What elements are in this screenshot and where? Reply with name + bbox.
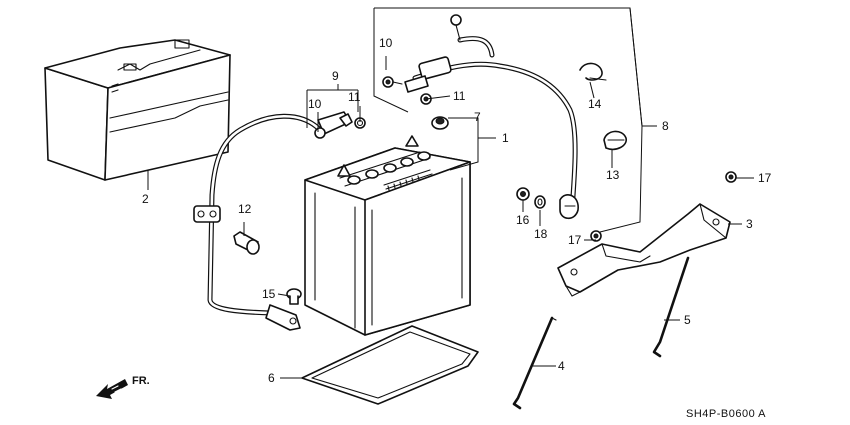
nut-17-lower xyxy=(590,230,602,242)
callout-8: 8 xyxy=(662,119,669,133)
callout-11-lower: 11 xyxy=(348,90,361,104)
callout-15: 15 xyxy=(262,287,276,301)
callout-10-lower: 10 xyxy=(308,97,322,111)
battery xyxy=(304,135,471,336)
front-direction-arrow: FR. xyxy=(96,375,150,399)
callout-10-upper: 10 xyxy=(379,36,393,50)
cable-clip-14 xyxy=(579,62,607,81)
callout-14: 14 xyxy=(588,97,602,111)
callout-labels: 1 2 3 4 5 6 7 8 9 10 10 11 11 12 13 14 1… xyxy=(142,36,772,385)
positive-cable xyxy=(404,14,579,220)
callout-2: 2 xyxy=(142,192,149,206)
bolt-12 xyxy=(233,231,260,255)
hold-down-rod-5 xyxy=(652,256,690,358)
callout-6: 6 xyxy=(268,371,275,385)
callout-9: 9 xyxy=(332,69,339,83)
negative-cable xyxy=(193,113,321,331)
diagram-code: SH4P-B0600 A xyxy=(686,408,766,420)
callout-4: 4 xyxy=(558,359,565,373)
hold-down-rod-4 xyxy=(512,316,557,410)
callout-1: 1 xyxy=(502,131,509,145)
battery-tray xyxy=(301,325,479,405)
callout-18: 18 xyxy=(534,227,548,241)
callout-17-lower: 17 xyxy=(568,233,582,247)
group-box-8 xyxy=(373,7,657,233)
bolt-15 xyxy=(286,288,302,305)
callout-17-upper: 17 xyxy=(758,171,772,185)
nut-16 xyxy=(516,187,530,201)
terminal-cap xyxy=(431,116,449,130)
cable-clip-13 xyxy=(603,130,627,151)
washer-18 xyxy=(534,195,546,209)
callout-11-upper: 11 xyxy=(453,89,466,103)
front-direction-label: FR. xyxy=(132,375,150,387)
nut-17-upper xyxy=(725,171,737,183)
negative-terminal-clamp xyxy=(314,111,366,139)
battery-hold-down xyxy=(557,203,731,297)
battery-caps xyxy=(347,151,431,185)
callout-7: 7 xyxy=(474,110,481,124)
callout-16: 16 xyxy=(516,213,530,227)
callout-5: 5 xyxy=(684,313,691,327)
battery-cover xyxy=(44,39,231,181)
callout-3: 3 xyxy=(746,217,753,231)
leader-lines xyxy=(147,56,754,379)
callout-12: 12 xyxy=(238,202,252,216)
callout-13: 13 xyxy=(606,168,620,182)
group-box-9 xyxy=(306,84,359,128)
